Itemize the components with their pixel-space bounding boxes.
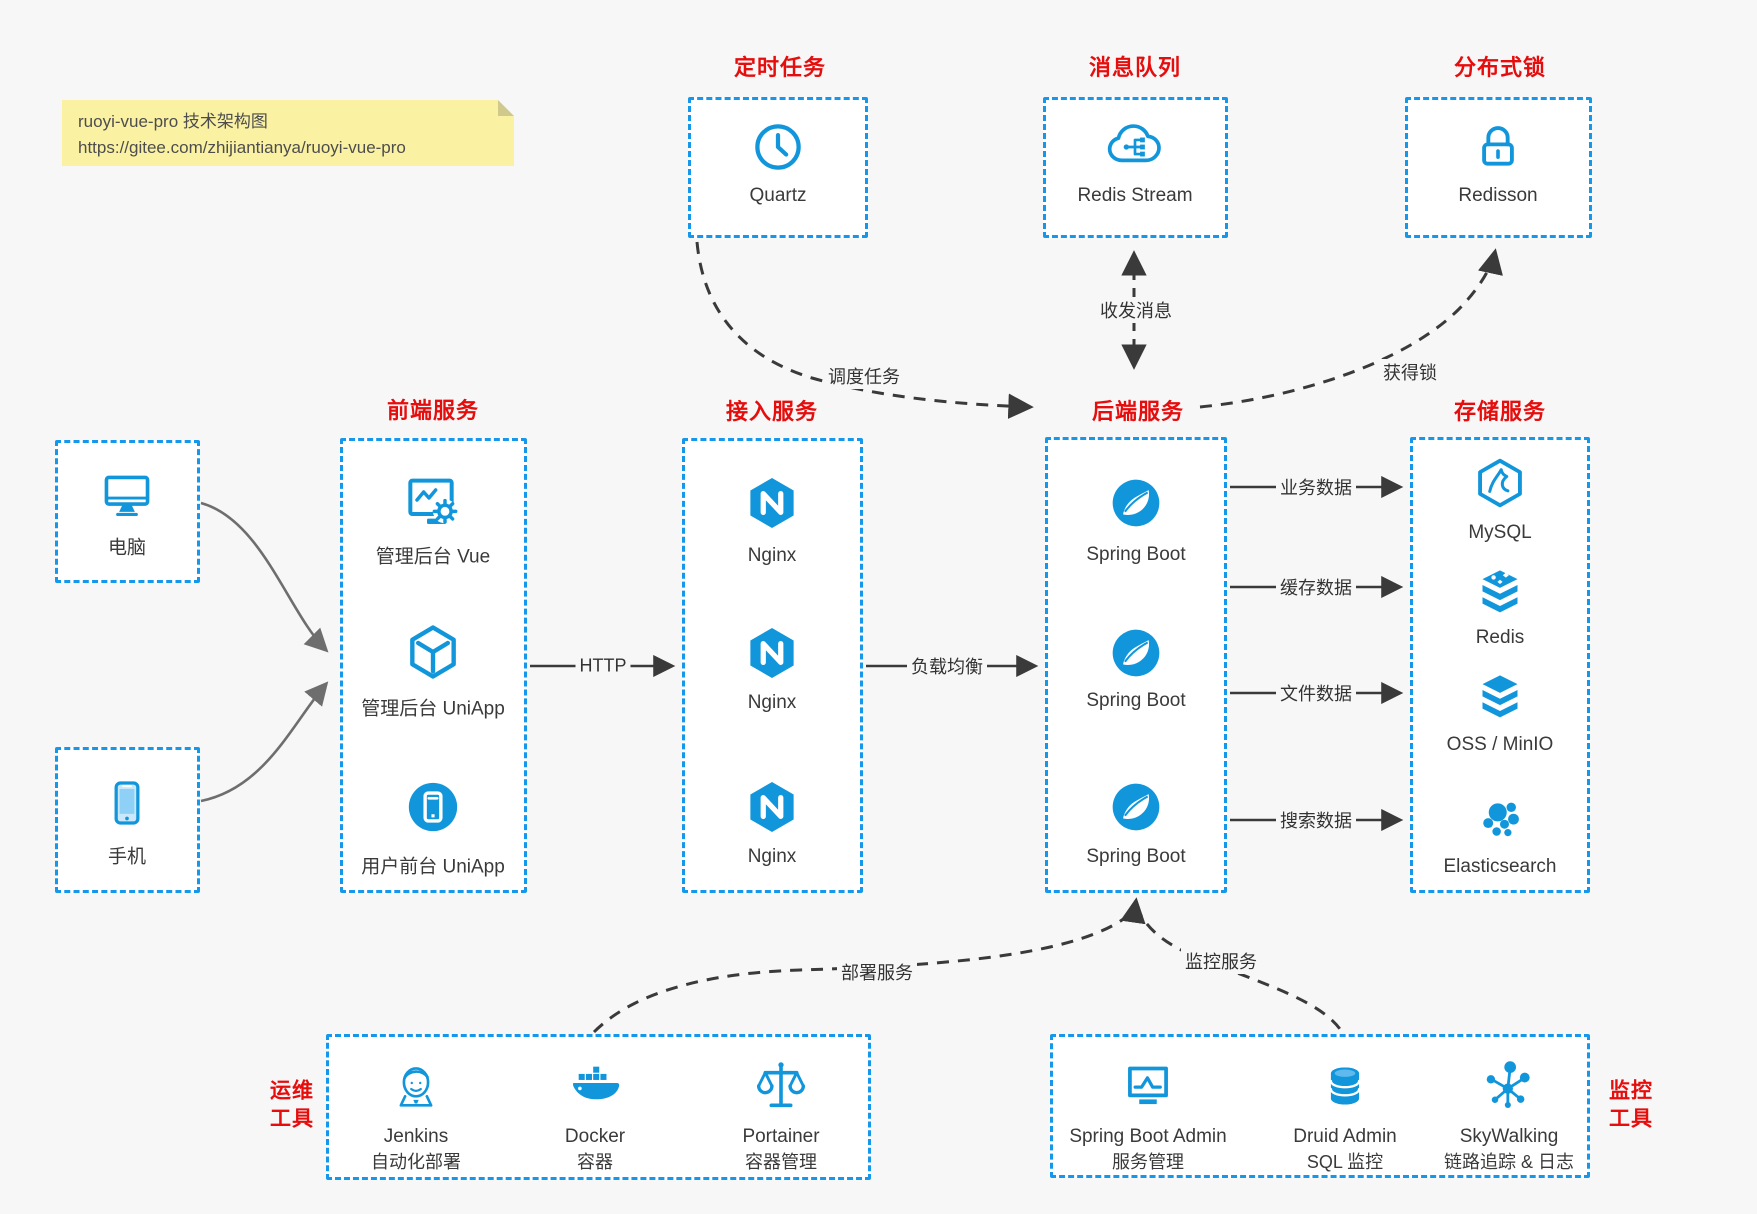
label-oss-minio: OSS / MinIO	[1446, 734, 1554, 755]
sublabel-druid-admin: SQL 监控	[1306, 1152, 1384, 1172]
edge-label-load-balance: 负载均衡	[907, 653, 987, 679]
label-admin-uniapp: 管理后台 UniApp	[361, 698, 505, 720]
user-app-icon	[404, 778, 462, 836]
label-redis: Redis	[1475, 627, 1525, 648]
group-title-lock: 分布式锁	[1453, 55, 1547, 80]
group-title-backend: 后端服务	[1091, 399, 1185, 424]
label-quartz: Quartz	[749, 185, 807, 206]
smartphone-icon	[101, 777, 153, 829]
note-url: https://gitee.com/zhijiantianya/ruoyi-vu…	[78, 137, 406, 157]
nginx-icon	[742, 623, 802, 683]
label-druid-admin: Druid Admin	[1293, 1126, 1397, 1147]
edge-label-messaging: 收发消息	[1096, 297, 1176, 323]
label-user-uniapp: 用户前台 UniApp	[361, 856, 505, 878]
edge-label-deploy: 部署服务	[837, 959, 917, 985]
docker-icon	[566, 1057, 624, 1115]
uniapp-box-icon	[402, 621, 464, 683]
group-title-storage: 存储服务	[1453, 399, 1547, 424]
nginx-icon	[742, 777, 802, 837]
label-nginx-2: Nginx	[747, 692, 797, 713]
edge-label-acquire-lock: 获得锁	[1379, 359, 1441, 385]
padlock-icon	[1469, 119, 1527, 177]
group-title-mq: 消息队列	[1088, 55, 1182, 80]
monitor-pulse-icon	[1120, 1058, 1176, 1114]
sublabel-skywalking: 链路追踪 & 日志	[1443, 1152, 1575, 1172]
label-admin-vue: 管理后台 Vue	[375, 546, 491, 568]
group-title-monitoring: 监控 工具	[1609, 1079, 1653, 1131]
label-redisson: Redisson	[1458, 185, 1538, 206]
label-pc: 电脑	[107, 537, 147, 559]
label-mysql: MySQL	[1468, 522, 1532, 543]
group-box-lock	[1405, 97, 1592, 238]
label-nginx-1: Nginx	[747, 545, 797, 566]
spring-boot-icon	[1108, 475, 1164, 531]
sublabel-docker: 容器	[577, 1152, 613, 1172]
group-title-ops: 运维 工具	[270, 1079, 314, 1131]
redis-stack-icon	[1472, 564, 1528, 620]
label-phone: 手机	[107, 846, 147, 868]
edge-label-search-data: 搜索数据	[1276, 807, 1356, 833]
portainer-scales-icon	[752, 1057, 810, 1115]
clock-icon	[748, 117, 808, 177]
edge-schedule-line	[695, 241, 1034, 419]
cloud-stream-icon	[1103, 113, 1167, 177]
sticky-note: ruoyi-vue-pro 技术架构图 https://gitee.com/zh…	[62, 100, 514, 166]
admin-vue-icon	[401, 470, 465, 534]
edge-phone-to-frontend	[200, 681, 329, 803]
jenkins-icon	[387, 1057, 445, 1115]
label-nginx-3: Nginx	[747, 846, 797, 867]
edge-acquire-lock-line	[1199, 248, 1503, 409]
group-box-monitoring	[1050, 1034, 1590, 1178]
group-title-scheduler: 定时任务	[733, 55, 827, 80]
edge-label-http: HTTP	[575, 655, 631, 677]
database-icon	[1319, 1060, 1371, 1112]
label-elasticsearch: Elasticsearch	[1443, 856, 1557, 877]
label-spring-boot-1: Spring Boot	[1086, 544, 1186, 565]
label-spring-boot-2: Spring Boot	[1086, 690, 1186, 711]
label-spring-boot-3: Spring Boot	[1086, 846, 1186, 867]
edge-monitor-line	[1134, 905, 1344, 1033]
edge-label-business-data: 业务数据	[1276, 474, 1356, 500]
nginx-icon	[742, 473, 802, 533]
spring-boot-icon	[1108, 779, 1164, 835]
computer-icon	[98, 466, 156, 524]
sublabel-jenkins: 自动化部署	[371, 1152, 461, 1172]
edge-label-file-data: 文件数据	[1276, 680, 1356, 706]
label-spring-boot-admin: Spring Boot Admin	[1069, 1126, 1227, 1147]
label-docker: Docker	[564, 1126, 626, 1147]
group-title-gateway: 接入服务	[725, 399, 819, 424]
edge-label-cache-data: 缓存数据	[1276, 574, 1356, 600]
topology-icon	[1481, 1056, 1537, 1112]
label-redis-stream: Redis Stream	[1077, 185, 1193, 206]
edge-label-monitor: 监控服务	[1181, 948, 1261, 974]
sublabel-portainer: 容器管理	[745, 1152, 817, 1172]
label-jenkins: Jenkins	[383, 1126, 449, 1147]
mysql-icon	[1471, 454, 1529, 512]
sublabel-spring-boot-admin: 服务管理	[1112, 1152, 1184, 1172]
object-storage-icon	[1472, 669, 1528, 725]
note-title: ruoyi-vue-pro 技术架构图	[78, 112, 268, 131]
edge-pc-to-frontend	[200, 501, 329, 653]
spring-boot-icon	[1108, 625, 1164, 681]
group-title-frontend: 前端服务	[386, 398, 480, 423]
edge-label-schedule: 调度任务	[824, 363, 904, 389]
edge-deploy-line	[592, 897, 1146, 1034]
elasticsearch-icon	[1473, 791, 1527, 845]
label-portainer: Portainer	[742, 1126, 820, 1147]
group-box-mq	[1043, 97, 1228, 238]
label-skywalking: SkyWalking	[1459, 1126, 1559, 1147]
